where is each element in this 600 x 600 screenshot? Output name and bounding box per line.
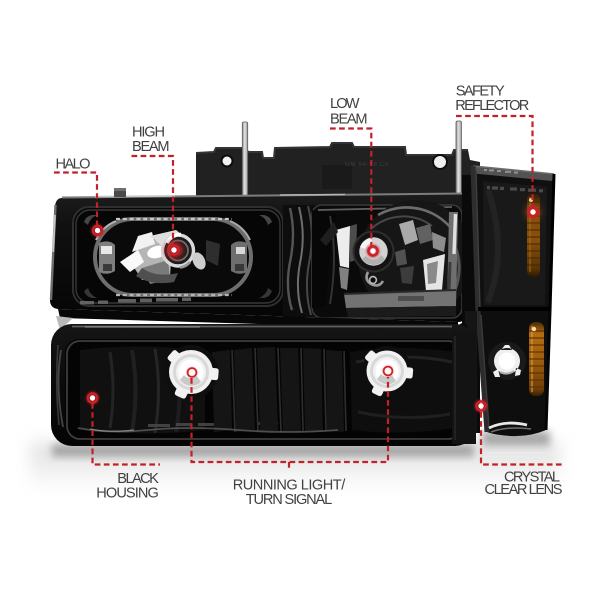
svg-text:TURN SIGNAL: TURN SIGNAL [246, 492, 333, 508]
svg-text:SAFETY: SAFETY [456, 84, 505, 100]
svg-text:RUNNING LIGHT/: RUNNING LIGHT/ [233, 478, 346, 494]
svg-text:GM 94-98 CK: GM 94-98 CK [345, 162, 389, 168]
svg-text:BLACK: BLACK [117, 471, 159, 487]
svg-text:HALO: HALO [56, 157, 91, 173]
svg-text:HIGH: HIGH [132, 125, 165, 141]
svg-text:CRYSTAL: CRYSTAL [504, 469, 560, 485]
svg-text:CLEAR LENS: CLEAR LENS [485, 482, 563, 498]
svg-text:HOUSING: HOUSING [96, 486, 159, 502]
svg-text:LOW: LOW [330, 96, 360, 112]
svg-text:REFLECTOR: REFLECTOR [455, 98, 529, 114]
svg-text:BEAM: BEAM [132, 139, 170, 155]
svg-text:BEAM: BEAM [330, 112, 368, 128]
